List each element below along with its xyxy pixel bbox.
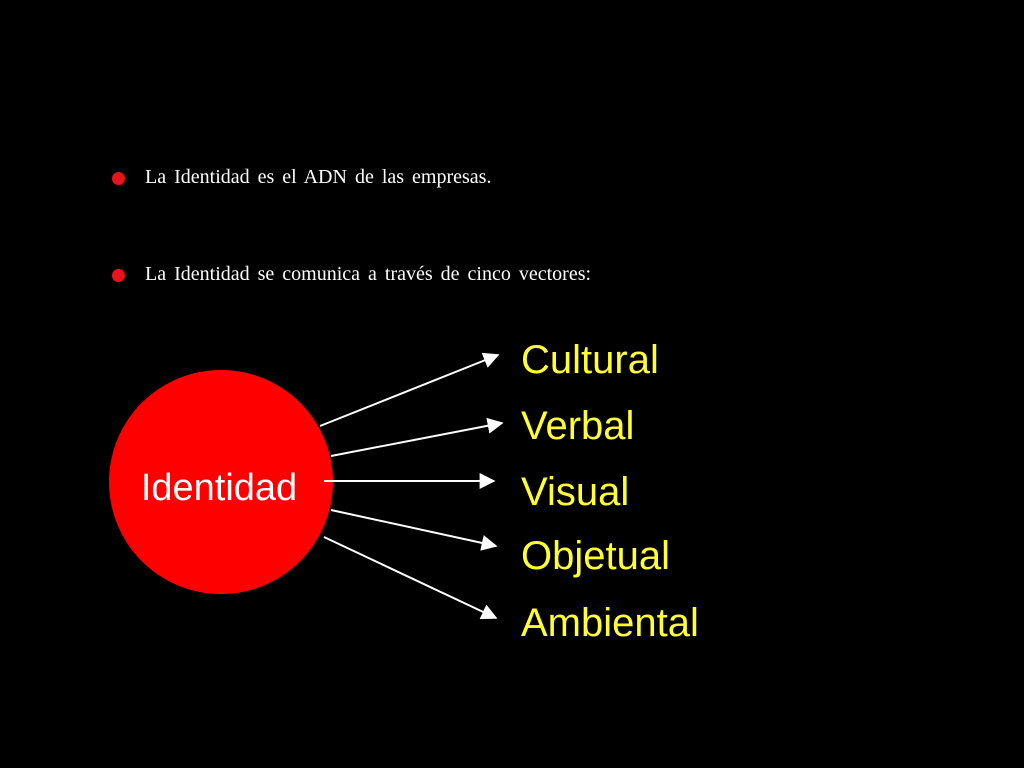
vector-label-cultural: Cultural <box>521 338 659 382</box>
vector-label-visual: Visual <box>521 470 629 514</box>
identity-label: Identidad <box>141 467 297 509</box>
vector-label-ambiental: Ambiental <box>521 601 699 645</box>
arrow-verbal <box>330 417 504 457</box>
bullet-dot-icon <box>112 172 125 185</box>
bullet-dot-icon <box>112 269 125 282</box>
vector-label-verbal: Verbal <box>521 404 634 448</box>
vector-label-objetual: Objetual <box>521 534 670 578</box>
arrow-cultural <box>319 352 500 427</box>
arrow-ambiental <box>323 536 498 620</box>
arrow-objetual <box>330 509 498 551</box>
bullet-text: La Identidad es el ADN de las empresas. <box>145 166 492 188</box>
identity-circle <box>109 370 333 594</box>
bullet-text: La Identidad se comunica a través de cin… <box>145 263 592 285</box>
